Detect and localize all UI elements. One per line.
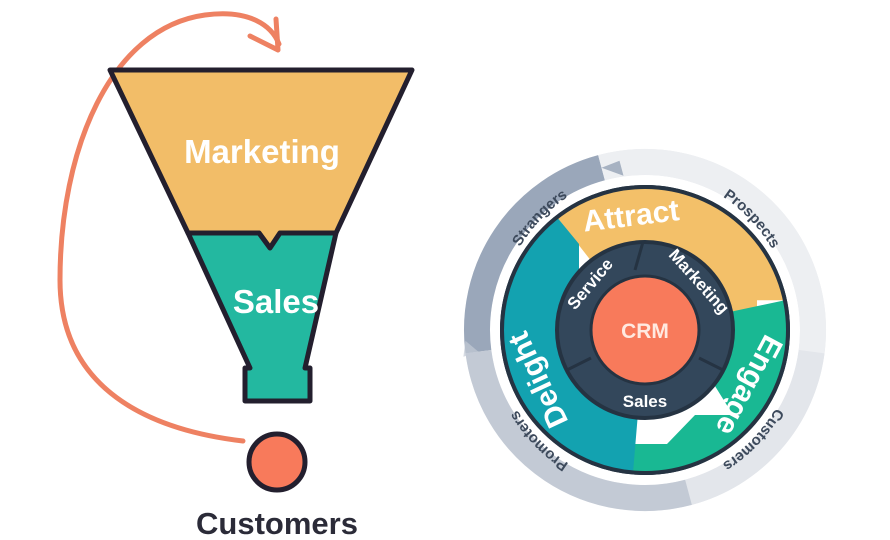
funnel-stage-marketing[interactable]: Marketing bbox=[107, 67, 415, 251]
funnel-stage-marketing-label: Marketing bbox=[184, 133, 340, 170]
funnel-outcome-label: Customers bbox=[196, 506, 358, 540]
outer-segment-strangers[interactable] bbox=[463, 155, 606, 354]
flywheel-panel: CRM Attract Engage Delight Service Marke… bbox=[450, 0, 890, 540]
flywheel-center-label: CRM bbox=[621, 320, 669, 343]
flywheel-center-crm[interactable]: CRM bbox=[589, 274, 701, 386]
recycle-arrow bbox=[57, 11, 282, 444]
funnel-outcome-customers[interactable] bbox=[246, 431, 308, 493]
outer-segment-promoters[interactable] bbox=[465, 349, 692, 512]
outer-segment-customers[interactable] bbox=[684, 349, 825, 505]
outer-segment-prospects[interactable] bbox=[598, 148, 827, 354]
funnel-stage-sales-label: Sales bbox=[233, 283, 319, 320]
flywheel-inner-label-sales: Sales bbox=[623, 392, 667, 411]
flywheel-graphic: CRM Attract Engage Delight Service Marke… bbox=[463, 148, 827, 512]
funnel-panel: Marketing Sales Customers bbox=[57, 11, 415, 540]
flywheel-outer-ring bbox=[463, 148, 827, 512]
funnel-stage-sales[interactable]: Sales bbox=[185, 230, 339, 404]
